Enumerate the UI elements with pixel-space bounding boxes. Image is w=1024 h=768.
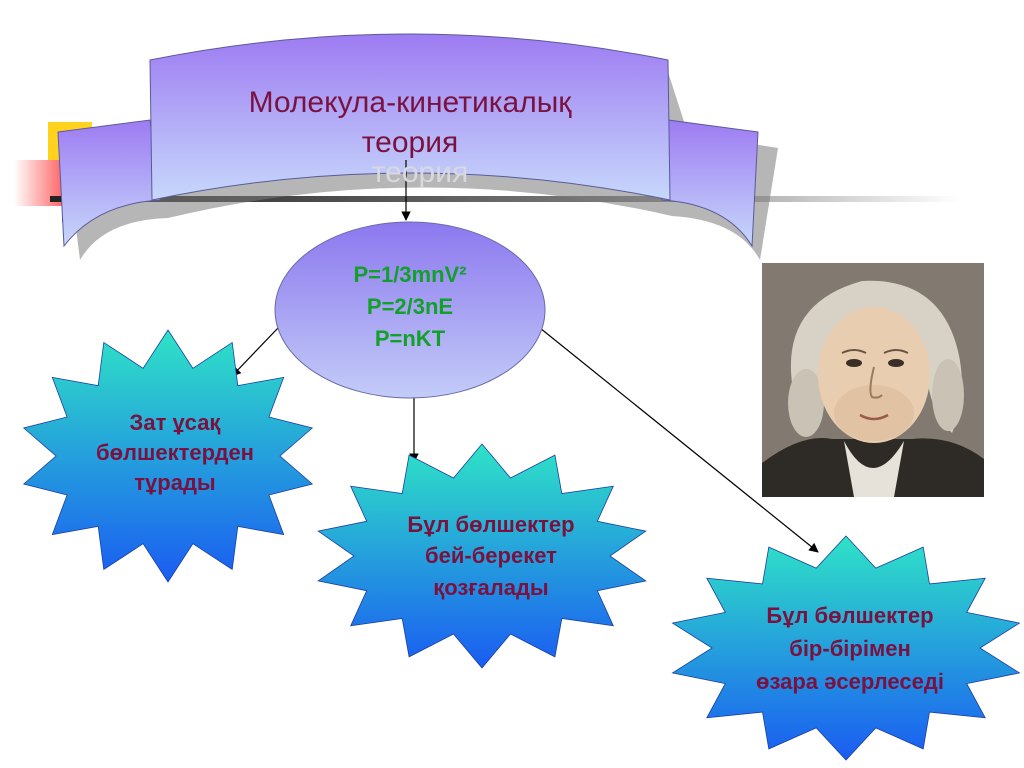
star-3-line-1: Бұл бөлшектер [766,603,934,628]
title-line-1: Молекула-кинетикалық [248,86,572,119]
formula-2: P=2/3nE [366,294,454,319]
star-2-line-3: қозғалады [433,575,549,600]
star-2-line-2: бей-берекет [425,543,557,568]
portrait-image [762,263,984,497]
arrow-to-star-3 [539,327,819,553]
formula-3: P=nKT [374,326,446,351]
star-1-line-2: бөлшектерден [96,440,254,465]
star-shape-1 [22,329,314,583]
title-shadow-text: теория [371,156,469,189]
star-1-line-3: тұрады [134,470,216,495]
title-line-2: теория [361,126,459,159]
formula-1: P=1/3mnV² [353,262,467,287]
arrow-to-star-1 [231,327,279,377]
formula-ellipse [274,221,546,399]
star-2-line-1: Бұл бөлшектер [407,512,575,537]
star-3-line-2: бір-бірімен [789,636,911,661]
star-1-line-1: Зат ұсақ [129,410,221,435]
star-3-line-3: өзара әсерлеседі [756,669,944,694]
star-shape-3 [671,535,1021,761]
connectors [231,160,819,553]
star-shape-2 [317,443,647,669]
title-banner [57,33,778,260]
